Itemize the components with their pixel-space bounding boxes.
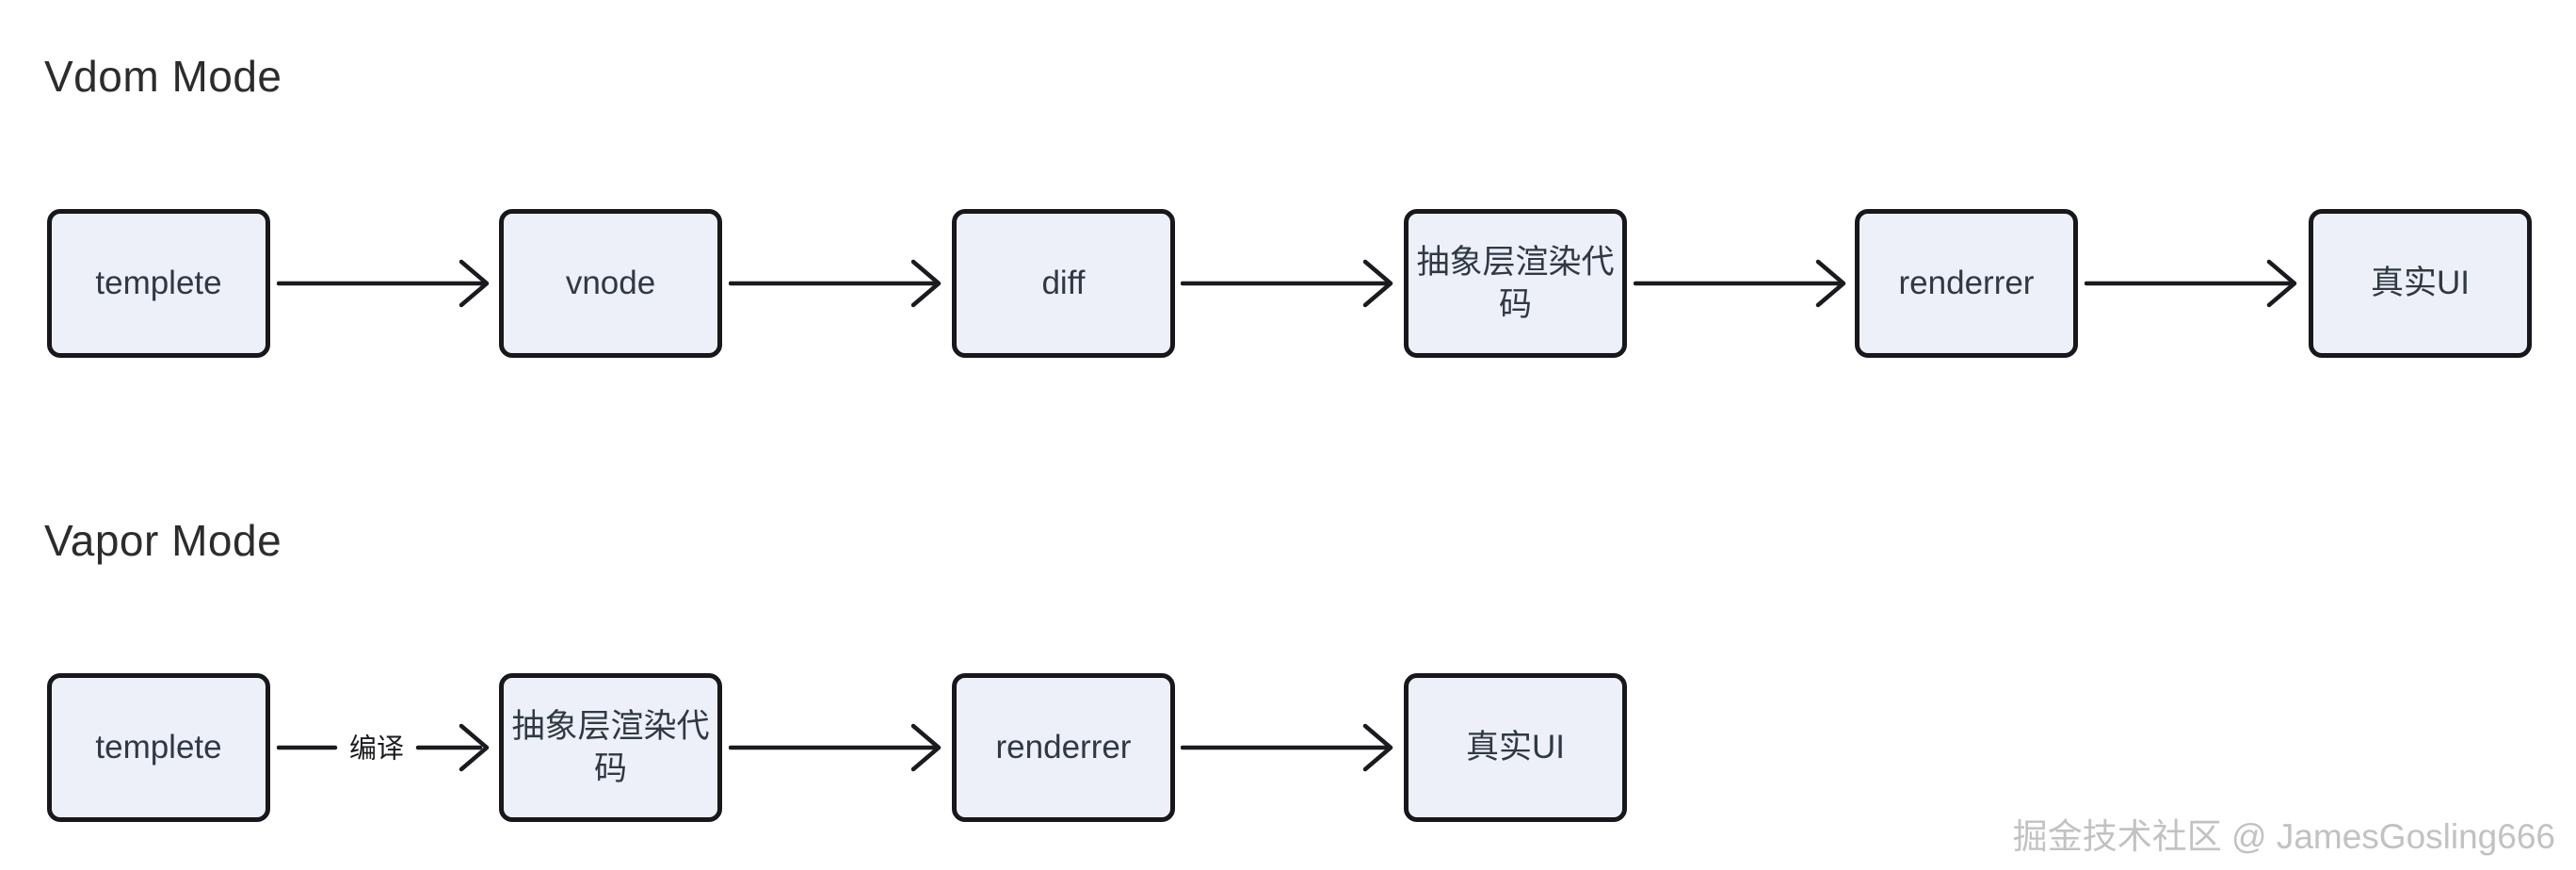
flow-title-vapor: Vapor Mode: [44, 516, 282, 565]
vdom-node-vnode: vnode: [499, 209, 722, 358]
vapor-node-renderrer: renderrer: [952, 673, 1175, 822]
arrow-right-icon: [1181, 259, 1393, 308]
vdom-arrow-diff-to-abstract-code: [1181, 253, 1397, 314]
node-label: 真实UI: [2370, 265, 2470, 302]
arrow-right-icon: [277, 259, 490, 308]
node-label: 抽象层渲染代码: [511, 707, 710, 787]
vapor-node-templete: templete: [47, 673, 270, 822]
vdom-arrow-templete-to-vnode: [277, 253, 493, 314]
edge-label-compile: 编译: [348, 733, 404, 765]
vdom-node-templete: templete: [47, 209, 270, 358]
node-label: renderrer: [995, 729, 1132, 766]
arrow-right-icon: [1181, 723, 1393, 772]
vdom-arrow-abstract-code-to-renderrer: [1634, 253, 1850, 314]
arrow-right-icon: [277, 723, 490, 772]
node-label: 真实UI: [1465, 729, 1565, 766]
node-label: 抽象层渲染代码: [1416, 243, 1615, 323]
node-label: diff: [1041, 265, 1086, 302]
watermark: 掘金技术社区 @ JamesGosling666: [2012, 817, 2555, 856]
vdom-node-renderrer: renderrer: [1855, 209, 2078, 358]
arrow-right-icon: [729, 259, 942, 308]
arrow-right-icon: [1634, 259, 1846, 308]
node-label: renderrer: [1898, 265, 2035, 302]
vdom-node-real-ui: 真实UI: [2309, 209, 2532, 358]
vapor-arrow-templete-to-abstract-code: 编译: [277, 717, 493, 778]
vdom-arrow-renderrer-to-real-ui: [2085, 253, 2301, 314]
vdom-node-abstract-render-code: 抽象层渲染代码: [1404, 209, 1627, 358]
node-label: templete: [95, 729, 222, 766]
node-label: templete: [95, 265, 222, 302]
arrow-right-icon: [729, 723, 942, 772]
arrow-right-icon: [2085, 259, 2297, 308]
flow-title-vdom: Vdom Mode: [44, 52, 282, 101]
vdom-node-diff: diff: [952, 209, 1175, 358]
vapor-arrow-abstract-code-to-renderrer: [729, 717, 945, 778]
vapor-arrow-renderrer-to-real-ui: [1181, 717, 1397, 778]
vapor-node-real-ui: 真实UI: [1404, 673, 1627, 822]
vapor-node-abstract-render-code: 抽象层渲染代码: [499, 673, 722, 822]
vdom-arrow-vnode-to-diff: [729, 253, 945, 314]
node-label: vnode: [565, 265, 656, 302]
